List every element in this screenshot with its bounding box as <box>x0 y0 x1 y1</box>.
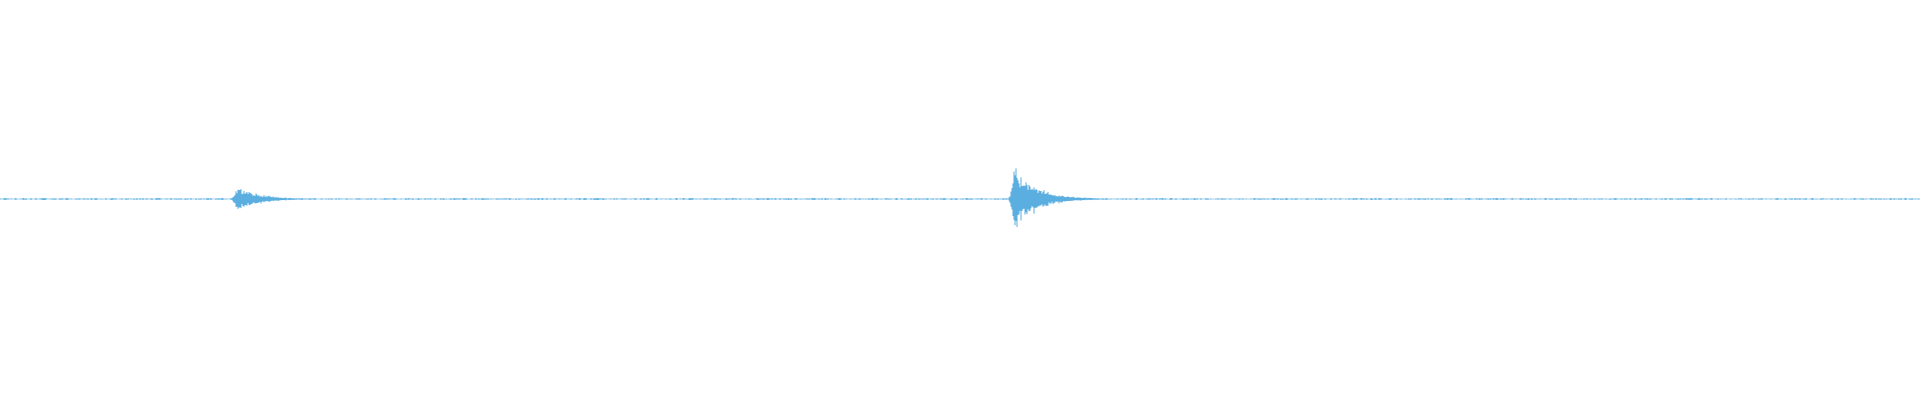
waveform-trace <box>0 168 1920 228</box>
waveform-samples <box>0 168 1920 228</box>
